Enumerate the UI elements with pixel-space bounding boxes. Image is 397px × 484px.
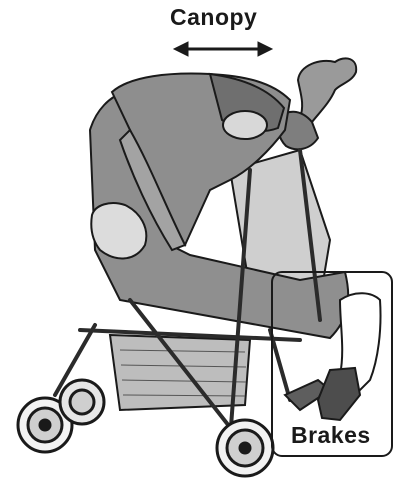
brakes-label: Brakes xyxy=(291,422,371,449)
rear-wheel xyxy=(217,420,273,476)
front-wheel-right xyxy=(60,380,104,424)
canopy-label: Canopy xyxy=(170,4,257,31)
shoe xyxy=(318,368,360,420)
canopy-arrow-icon xyxy=(174,42,272,56)
storage-basket xyxy=(110,335,250,410)
